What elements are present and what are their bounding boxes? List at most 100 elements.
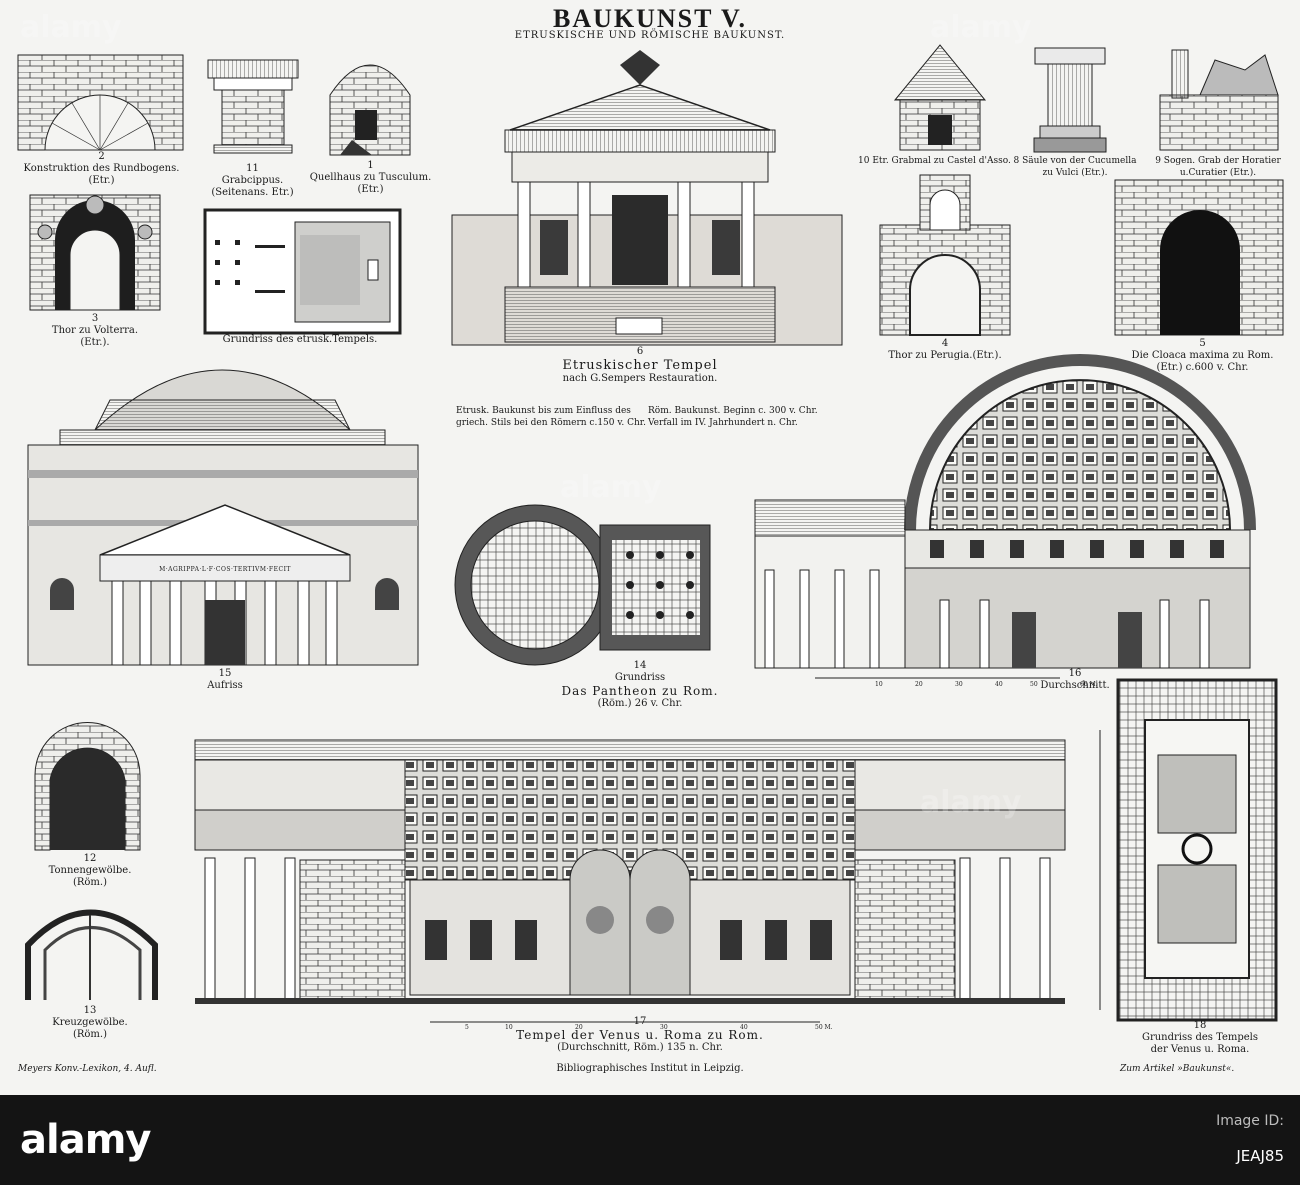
fig-venus-roma-durchschnitt-drawing [194, 739, 1066, 1023]
caption-fig-7: Grundriss des etrusk.Tempels. [210, 334, 390, 346]
caption-line: nach G.Sempers Restauration. [562, 373, 718, 384]
caption-line: (Seitenans. Etr.) [211, 187, 294, 198]
stock-footer: alamy Image ID: JEAJ85 [0, 1095, 1300, 1185]
caption-fig-10: 10 Etr. Grabmal zu Castel d'Asso. [858, 155, 1011, 167]
alamy-logo[interactable]: alamy [20, 1117, 151, 1163]
caption-line: Thor zu Perugia.(Etr.). [888, 350, 1002, 361]
scale-tick: 50 M. [815, 1024, 833, 1031]
scale-tick: 50 [1030, 681, 1038, 688]
imprint-center: Bibliographisches Institut in Leipzig. [556, 1063, 744, 1074]
fig-rundbogen-drawing [17, 54, 184, 151]
caption-fig-1: 1 Quellhaus zu Tusculum. (Etr.) [308, 160, 433, 196]
fig-venus-roma-grundriss-drawing [1099, 678, 1278, 1022]
caption-line: Das Pantheon zu Rom. [561, 684, 719, 698]
caption-fig-2: 2 Konstruktion des Rundbogens. (Etr.) [14, 151, 189, 187]
fig-pantheon-grundriss-drawing [454, 504, 711, 666]
scale-tick: 30 [955, 681, 963, 688]
scale-tick: 40 [995, 681, 1003, 688]
caption-line: Tonnengewölbe. [48, 865, 132, 876]
caption-line: u.Curatier (Etr.). [1179, 168, 1257, 178]
scale-tick: 60 M. [1080, 681, 1098, 688]
note-line: Etrusk. Baukunst bis zum Einfluss des [456, 406, 631, 416]
caption-line: (Etr.) c.600 v. Chr. [1156, 362, 1249, 373]
caption-line: (Etr.) [88, 175, 115, 186]
caption-line: (Etr.). [80, 337, 110, 348]
fig-number: 2 [98, 151, 105, 162]
fig-kreuzgewoelbe-drawing [25, 909, 158, 1000]
scale-tick: 10 [875, 681, 883, 688]
fig-castel-dasso-drawing [893, 44, 987, 151]
image-id: JEAJ85 [1236, 1147, 1284, 1165]
dating-note-roman: Röm. Baukunst. Beginn c. 300 v. Chr. Ver… [648, 405, 818, 429]
fig-number: 15 [218, 668, 232, 679]
caption-line: Aufriss [207, 680, 243, 691]
scale-tick: 10 [505, 1024, 513, 1031]
scale-tick: 5 [465, 1024, 469, 1031]
caption-fig-15: 15 Aufriss [180, 668, 270, 692]
imprint-right: Zum Artikel »Baukunst«. [1120, 1064, 1235, 1074]
fig-number: 16 [1068, 668, 1082, 679]
caption-fig-13: 13 Kreuzgewölbe. (Röm.) [35, 1005, 145, 1041]
caption-line: 10 Etr. Grabmal zu Castel d'Asso. [858, 156, 1011, 166]
fig-etruskischer-tempel-drawing [451, 50, 843, 346]
caption-line: Etruskischer Tempel [562, 358, 718, 373]
caption-line: (Durchschnitt, Röm.) 135 n. Chr. [557, 1042, 723, 1053]
fig-volterra-drawing [29, 194, 161, 311]
caption-fig-5: 5 Die Cloaca maxima zu Rom. (Etr.) c.600… [1115, 338, 1290, 374]
caption-line: zu Vulci (Etr.). [1042, 168, 1108, 178]
caption-fig-14: 14 Grundriss Das Pantheon zu Rom. (Röm.)… [520, 660, 760, 710]
caption-line: (Etr.) [357, 184, 384, 195]
caption-line: Grundriss [614, 672, 666, 683]
caption-line: Quellhaus zu Tusculum. [309, 172, 432, 183]
fig-cucumella-column-drawing [1033, 47, 1107, 153]
caption-fig-18: 18 Grundriss des Tempels der Venus u. Ro… [1115, 1020, 1285, 1056]
plate-title: BAUKUNST V. [553, 4, 747, 33]
fig-quellhaus-drawing [329, 64, 411, 156]
fig-pantheon-aufriss-drawing [27, 369, 419, 666]
scale-tick: 20 [915, 681, 923, 688]
fig-number: 1 [367, 160, 374, 171]
scale-tick: 30 [660, 1024, 668, 1031]
caption-fig-8: 8 Säule von der Cucumella zu Vulci (Etr.… [1000, 155, 1150, 179]
venus-scale-labels: 5 10 20 30 40 50 M. [455, 1024, 835, 1034]
fig-number: 14 [633, 660, 647, 671]
caption-fig-3: 3 Thor zu Volterra. (Etr.). [40, 313, 150, 349]
caption-fig-12: 12 Tonnengewölbe. (Röm.) [35, 853, 145, 889]
note-line: griech. Stils bei den Römern c.150 v. Ch… [456, 418, 646, 428]
caption-line: Konstruktion des Rundbogens. [23, 163, 180, 174]
imprint-left: Meyers Konv.-Lexikon, 4. Aufl. [18, 1064, 157, 1074]
fig-number: 17 [633, 1016, 647, 1027]
fig-number: 11 [246, 163, 259, 174]
caption-line: Kreuzgewölbe. [52, 1017, 128, 1028]
fig-number: 12 [83, 853, 97, 864]
pantheon-frieze-inscription: M·AGRIPPA·L·F·COS·TERTIVM·FECIT [159, 566, 291, 573]
dating-note-etruscan: Etrusk. Baukunst bis zum Einfluss des gr… [456, 405, 646, 429]
caption-line: Thor zu Volterra. [51, 325, 139, 336]
scale-tick: 40 [740, 1024, 748, 1031]
caption-fig-9: 9 Sogen. Grab der Horatier u.Curatier (E… [1148, 155, 1288, 179]
caption-line: der Venus u. Roma. [1150, 1044, 1250, 1055]
note-line: Verfall im IV. Jahrhundert n. Chr. [648, 418, 798, 428]
fig-cloaca-maxima-drawing [1114, 179, 1284, 336]
image-id-label: Image ID: [1216, 1113, 1284, 1129]
caption-line: Grundriss des Tempels [1141, 1032, 1259, 1043]
fig-number: 18 [1193, 1020, 1207, 1031]
fig-perugia-drawing [879, 174, 1011, 336]
fig-grabcippus-drawing [207, 59, 299, 154]
caption-fig-4: 4 Thor zu Perugia.(Etr.). [880, 338, 1010, 362]
caption-line: Grabcippus. [221, 175, 284, 186]
caption-line: Grundriss des etrusk.Tempels. [222, 334, 378, 345]
engraving-illustrations [17, 44, 1284, 1023]
note-line: Röm. Baukunst. Beginn c. 300 v. Chr. [648, 406, 818, 416]
caption-fig-6: 6 Etruskischer Tempel nach G.Sempers Res… [540, 346, 740, 385]
pantheon-scale-labels: 10 20 30 40 50 [860, 681, 1060, 691]
fig-number: 3 [91, 313, 99, 324]
fig-tonnengewoelbe-drawing [34, 722, 141, 851]
caption-fig-17: 17 Tempel der Venus u. Roma zu Rom. (Dur… [490, 1016, 790, 1054]
fig-number: 6 [636, 346, 644, 357]
caption-line: (Röm.) 26 v. Chr. [597, 698, 683, 709]
fig-horatier-grab-drawing [1159, 49, 1279, 151]
caption-line: Tempel der Venus u. Roma zu Rom. [516, 1028, 764, 1042]
fig-etrusk-grundriss-drawing [203, 208, 402, 335]
fig-pantheon-durchschnitt-drawing [754, 354, 1256, 679]
